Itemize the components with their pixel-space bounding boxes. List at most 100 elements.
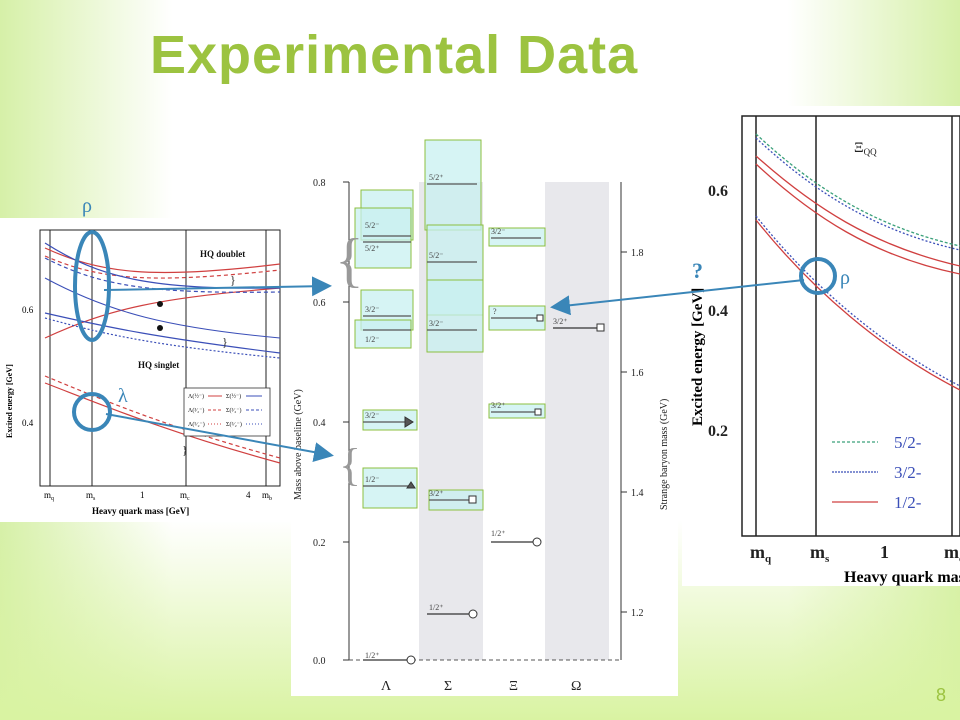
left-xtick-1: m [86,490,93,500]
hl-lambda-52b [354,207,412,269]
left-brace-2: } [222,335,228,349]
left-brace-1: } [230,273,236,287]
left-curve-blue-2 [44,257,281,293]
marker-circle-sigma [468,609,478,619]
left-legend-3: Σ(³⁄₂⁻) [226,407,242,414]
left-xticks: mq ms 1 mc 4 mb [44,490,272,502]
right-legend-2: 1/2- [894,493,922,512]
marker-tri-1 [404,416,414,428]
right-curve-red-1 [755,155,960,267]
right-curve-red-2 [755,163,960,275]
center-rtick-2: 1.4 [631,488,644,499]
lv-s-3: 3/2⁺ [429,489,443,498]
right-legend-0: 5/2- [894,433,922,452]
left-xtick-sub-0: q [51,496,54,502]
left-legend-1: Σ(½⁻) [226,393,241,400]
label-hq-singlet: HQ singlet [138,360,179,370]
right-ytick-0: 0.6 [708,183,728,200]
center-ylabel-right: Strange baryon mass (GeV) [659,399,670,510]
center-ytick-0: 0.8 [313,178,326,189]
marker-circle-xi [532,537,542,547]
marker-sq-xi [534,408,542,416]
hl-sigma-32m [426,279,484,353]
left-ytick-1: 0.4 [22,418,34,428]
lv-x-2: 3/2⁺ [491,401,505,410]
right-plot-panel: ΞQQ 0.6 0.4 0.2 Excited energy [GeV] 5/2… [682,106,960,586]
left-xtick-5: m [262,490,269,500]
left-curve-blue-5 [44,277,281,339]
col-xi: Ξ [509,679,518,694]
right-yticks: 0.6 0.4 0.2 [708,183,728,440]
right-ylabel: Excited energy [GeV] [690,288,706,426]
svg-text:ms: ms [86,490,96,502]
left-xtick-3: m [180,490,187,500]
lv-x-1: ? [493,307,497,316]
center-ytick-2: 0.4 [313,418,326,429]
column-labels: Λ Σ Ξ Ω [381,679,581,694]
center-ytick-1: 0.6 [313,298,326,309]
center-rtick-1: 1.6 [631,368,644,379]
center-plot-svg: 0.8 0.6 0.4 0.2 0.0 Mass above baseline … [293,139,670,694]
col-sigma: Σ [444,679,452,694]
lv-l-5: 1/2⁻ [365,475,379,484]
left-curve-red-1 [44,247,281,274]
hl-lambda-32m [362,409,418,431]
left-xtick-4: 4 [246,490,251,500]
right-xtick-sub-0: q [765,553,772,565]
lv-l-1: 5/2⁺ [365,244,379,253]
col-lambda: Λ [381,679,392,694]
label-hq-doublet: HQ doublet [200,249,245,259]
right-legend: 5/2- 3/2- 1/2- [832,433,922,512]
left-curve-red-2 [44,255,281,279]
lv-s-1: 5/2⁻ [429,251,443,260]
right-xtick-sub-1: s [825,553,830,565]
right-curve-blue-1 [755,137,960,251]
level-labels: 5/2⁻ 5/2⁺ 3/2⁻ 1/2⁻ 3/2⁻ 1/2⁻ 1/2⁺ 5/2⁺ … [365,173,567,660]
right-curve-blue-2 [755,215,960,387]
svg-text:mb: mb [262,490,272,502]
svg-text:ms: ms [810,542,830,565]
lv-l-3: 1/2⁻ [365,335,379,344]
right-plot-svg: ΞQQ 0.6 0.4 0.2 Excited energy [GeV] 5/2… [690,115,960,586]
right-plot-label: ΞQQ [854,140,877,157]
omega-column-bg [545,182,609,660]
right-xtick-3: m [944,542,959,562]
marker-circle-lambda [406,655,416,665]
hl-sigma-52p [424,139,482,231]
lv-l-4: 3/2⁻ [365,411,379,420]
left-legend-2: Λ(³⁄₂⁻) [188,407,204,414]
left-ytick-0: 0.6 [22,305,34,315]
left-dot-1 [157,301,163,307]
left-xtick-sub-5: b [269,496,272,502]
marker-sq-xi2 [536,314,544,322]
left-plot-panel: } } } HQ doublet HQ singlet Λ(½⁻) Σ(½⁻) … [0,218,290,522]
left-legend-0: Λ(½⁻) [188,393,204,400]
right-ytick-2: 0.2 [708,423,728,440]
left-brace-3: } [182,443,188,457]
lv-s-2: 3/2⁻ [429,319,443,328]
marker-sq-omega [596,323,605,332]
right-plot-label-sub: QQ [864,147,877,157]
hl-xi-32p [488,403,546,419]
left-plot-svg: } } } HQ doublet HQ singlet Λ(½⁻) Σ(½⁻) … [5,229,281,516]
left-legend-4: Λ(⁵⁄₂⁻) [188,421,205,428]
marker-tri-2 [406,481,416,489]
center-ytick-3: 0.2 [313,538,326,549]
lv-l-0: 5/2⁻ [365,221,379,230]
svg-text:mc: mc [944,542,960,565]
left-xtick-2: 1 [140,490,145,500]
left-plot-frame [39,229,281,487]
lv-l-2: 3/2⁻ [365,305,379,314]
lv-s-4: 1/2⁺ [429,603,443,612]
svg-text:mq: mq [750,542,772,565]
right-xtick-1: m [810,542,825,562]
center-plot-panel: 0.8 0.6 0.4 0.2 0.0 Mass above baseline … [291,130,678,696]
lv-x-0: 3/2⁻ [491,227,505,236]
center-brace-upper: { [335,227,364,293]
lv-o-0: 3/2⁺ [553,317,567,326]
level-lines [363,183,601,661]
level-markers [404,314,605,665]
right-xlabel: Heavy quark mass [844,569,960,586]
right-curve-red-3 [755,219,960,391]
right-curve-green-1 [755,133,960,247]
